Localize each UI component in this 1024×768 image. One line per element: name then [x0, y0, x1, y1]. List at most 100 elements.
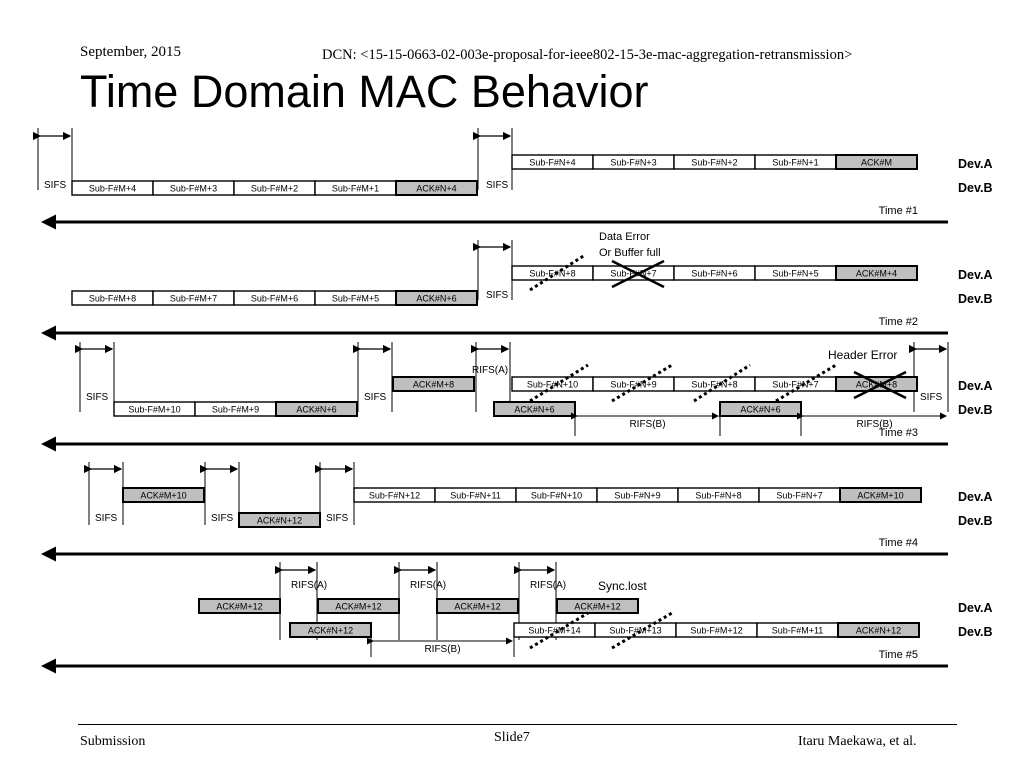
header-dcn: DCN: <15-15-0663-02-003e-proposal-for-ie…	[322, 47, 853, 63]
r3-annotation: Header Error	[828, 348, 897, 362]
r3-sifs-label-right: SIFS	[920, 392, 943, 403]
r2-error-cross-stroke-2	[611, 259, 665, 289]
r4-dev-a-frame-4-label: Sub-F#N+9	[614, 491, 660, 501]
r2-dev-b-frame-2-label: Sub-F#M+6	[251, 294, 298, 304]
r3-dev-b-frame-3-label: ACK#N+6	[514, 405, 554, 415]
r3-dev-b-frame-0-label: Sub-F#M+10	[128, 405, 180, 415]
r3-dotted-line-1	[529, 363, 589, 403]
dev-b-label-4: Dev.B	[958, 514, 993, 528]
r5-dev-a-frame-0-box	[198, 598, 281, 614]
r5-dev-a-frame-1-box	[317, 598, 400, 614]
r5-annotation: Sync.lost	[598, 579, 647, 593]
footer-rule	[78, 724, 957, 725]
r4-dev-a-frame-2-label: Sub-F#N+11	[450, 491, 501, 501]
r5-rifs-a-label-1: RIFS(A)	[291, 580, 327, 591]
r5-rifs-a-label-3: RIFS(A)	[530, 580, 566, 591]
r3-sifs-label-mid: SIFS	[364, 392, 387, 403]
r5-dotted-line-1	[529, 611, 589, 650]
r5-rifs-b-label: RIFS(B)	[424, 644, 460, 655]
r5-dev-a-frame-0-label: ACK#M+12	[216, 602, 262, 612]
r1-sifs-label-right: SIFS	[486, 180, 509, 191]
r3-dev-b-frame-3-box	[493, 401, 576, 417]
r5-dev-a-frame-1-label: ACK#M+12	[335, 602, 381, 612]
r5-dev-b-frame-5-label: ACK#N+12	[856, 626, 901, 636]
r5-dev-b-frame-2-label: Sub-F#M+13	[609, 626, 661, 636]
r3-rifs-a-label: RIFS(A)	[472, 365, 508, 376]
dev-a-label-5: Dev.A	[958, 601, 993, 615]
r1-dev-b-frame-4-box	[395, 180, 478, 196]
time-label-1: Time #1	[879, 205, 918, 217]
r3-dev-a-frame-1-label: Sub-F#N+10	[527, 380, 578, 390]
r4-dev-a-frame-3-label: Sub-F#N+10	[531, 491, 582, 501]
r3-dev-a-frame-0-box	[392, 376, 475, 392]
r3-error-cross-stroke-2	[853, 370, 907, 400]
r3-dev-a-frame-0-label: ACK#M+8	[413, 380, 454, 390]
r4-dev-a-frame-7-label: ACK#M+10	[857, 491, 903, 501]
time-label-4: Time #4	[879, 537, 918, 549]
r5-dev-b-frame-3-label: Sub-F#M+12	[690, 626, 742, 636]
r4-dev-a-frame-5-label: Sub-F#N+8	[695, 491, 741, 501]
r5-dev-a-frame-3-box	[556, 598, 639, 614]
r5-dev-b-frame-0-box	[289, 622, 372, 638]
r3-dev-a-frame-4-label: Sub-F#N+7	[772, 380, 818, 390]
r2-dev-a-frame-1-label: Sub-F#N+7	[610, 269, 656, 279]
time-label-5: Time #5	[879, 649, 918, 661]
footer-slide-number: Slide7	[494, 730, 530, 745]
r1-dev-b-frame-1-label: Sub-F#M+3	[170, 184, 217, 194]
r4-dev-a-frame-7-box	[839, 487, 922, 503]
r4-dev-a-frame-6-label: Sub-F#N+7	[776, 491, 822, 501]
r1-dev-b-frame-4-label: ACK#N+4	[416, 184, 456, 194]
r5-rifs-a-label-2: RIFS(A)	[410, 580, 446, 591]
r2-dev-a-frame-3-label: Sub-F#N+5	[772, 269, 818, 279]
r2-dev-b-frame-0-label: Sub-F#M+8	[89, 294, 136, 304]
r1-dev-a-frame-1-label: Sub-F#N+3	[610, 158, 656, 168]
r1-dev-a-frame-0-label: Sub-F#N+4	[529, 158, 575, 168]
r4-dev-a-frame-0-label: ACK#M+10	[140, 491, 186, 501]
r5-dev-a-frame-2-box	[436, 598, 519, 614]
r1-dev-b-frame-0-label: Sub-F#M+4	[89, 184, 136, 194]
r2-dev-a-frame-2-label: Sub-F#N+6	[691, 269, 737, 279]
r5-dev-b-frame-5-box	[837, 622, 920, 638]
r1-sifs-label-left: SIFS	[44, 180, 67, 191]
r3-dev-b-frame-2-label: ACK#N+6	[296, 405, 336, 415]
dev-a-label-2: Dev.A	[958, 268, 993, 282]
r3-dev-b-frame-2-box	[275, 401, 358, 417]
time-label-3: Time #3	[879, 427, 918, 439]
r2-dev-b-frame-3-label: Sub-F#M+5	[332, 294, 379, 304]
r2-dotted-line	[529, 253, 586, 292]
r3-dev-b-frame-4-label: ACK#N+6	[740, 405, 780, 415]
r1-dev-b-frame-3-label: Sub-F#M+1	[332, 184, 379, 194]
r3-dev-a-frame-3-label: Sub-F#N+8	[691, 380, 737, 390]
r2-annotation-line-2: Or Buffer full	[599, 247, 661, 259]
r3-dotted-line-3	[693, 363, 751, 403]
r2-dev-a-frame-4-label: ACK#M+4	[856, 269, 897, 279]
r5-dev-b-frame-4-label: Sub-F#M+11	[772, 626, 824, 636]
r3-rifs-b-2-label: RIFS(B)	[856, 419, 892, 430]
r1-dev-a-frame-4-label: ACK#M	[861, 158, 892, 168]
time-label-2: Time #2	[879, 316, 918, 328]
r2-sifs-label: SIFS	[486, 290, 509, 301]
r3-dev-b-frame-1-label: Sub-F#M+9	[212, 405, 259, 415]
r4-sifs-label-1: SIFS	[95, 513, 118, 524]
slide-title: Time Domain MAC Behavior	[80, 66, 649, 117]
dev-b-label-1: Dev.B	[958, 181, 993, 195]
r5-dev-b-frame-1-label: Sub-F#M+14	[528, 626, 580, 636]
r3-dev-b-frame-4-box	[719, 401, 802, 417]
r4-dev-b-frame-0-box	[238, 512, 321, 528]
r4-sifs-label-3: SIFS	[326, 513, 349, 524]
r1-dev-a-frame-2-label: Sub-F#N+2	[691, 158, 737, 168]
r2-dev-b-frame-1-label: Sub-F#M+7	[170, 294, 217, 304]
footer-author: Itaru Maekawa, et al.	[798, 734, 917, 749]
r5-dev-a-frame-3-label: ACK#M+12	[574, 602, 620, 612]
r2-dev-b-frame-4-box	[395, 290, 478, 306]
dev-a-label-4: Dev.A	[958, 490, 993, 504]
r4-dev-a-frame-1-label: Sub-F#N+12	[369, 491, 420, 501]
dev-b-label-5: Dev.B	[958, 625, 993, 639]
r3-sifs-label-left: SIFS	[86, 392, 109, 403]
r2-dev-b-frame-4-label: ACK#N+6	[416, 294, 456, 304]
footer-submission: Submission	[80, 734, 146, 749]
dev-a-label-1: Dev.A	[958, 157, 993, 171]
dev-b-label-2: Dev.B	[958, 292, 993, 306]
r5-dev-b-frame-0-label: ACK#N+12	[308, 626, 353, 636]
